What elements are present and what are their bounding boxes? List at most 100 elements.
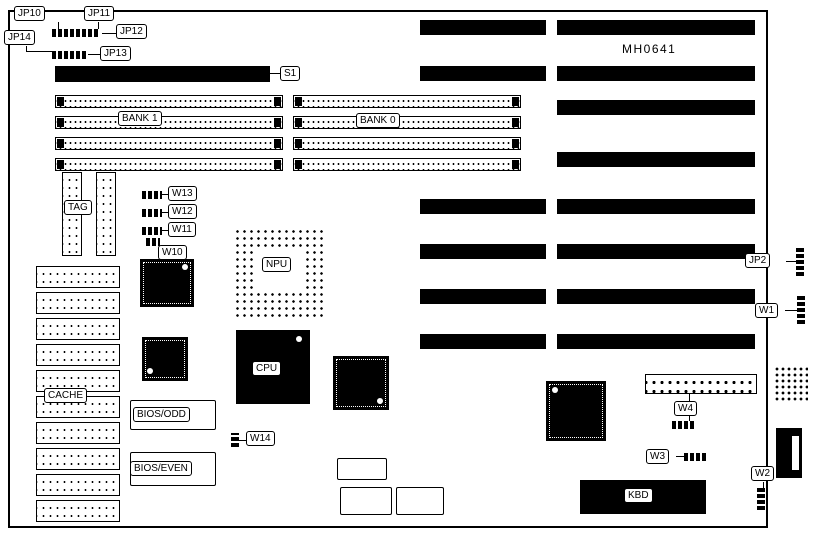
label-cpu: CPU bbox=[252, 361, 282, 376]
simm-socket-bank1 bbox=[55, 116, 283, 129]
empty-socket bbox=[337, 458, 387, 480]
label-bank1: BANK 1 bbox=[118, 111, 162, 126]
label-bank0: BANK 0 bbox=[356, 113, 400, 128]
label-bios-even: BIOS/EVEN bbox=[130, 461, 192, 476]
label-w13: W13 bbox=[168, 186, 197, 201]
cache-chip bbox=[36, 266, 120, 288]
label-jp10: JP10 bbox=[14, 6, 45, 21]
cache-chip bbox=[36, 474, 120, 496]
label-w4: W4 bbox=[674, 401, 697, 416]
leader-line bbox=[98, 22, 99, 29]
jumper-block-w10 bbox=[146, 238, 160, 246]
jumper-block-jp10-jp11-jp12 bbox=[52, 29, 100, 37]
label-npu: NPU bbox=[262, 257, 292, 272]
cache-chip bbox=[36, 370, 120, 392]
w4-pin-header bbox=[645, 374, 757, 394]
leader-line bbox=[689, 394, 690, 401]
leader-line bbox=[162, 194, 168, 195]
leader-line bbox=[689, 415, 690, 421]
din-connector-slot bbox=[792, 436, 799, 470]
label-w11: W11 bbox=[168, 222, 196, 237]
label-jp13: JP13 bbox=[100, 46, 131, 61]
leader-line bbox=[786, 261, 796, 262]
isa-slot-segment bbox=[420, 20, 546, 35]
label-cache: CACHE bbox=[44, 388, 88, 403]
jumper-block-jp13-jp14 bbox=[52, 51, 88, 59]
simm-socket-bank1 bbox=[55, 137, 283, 150]
isa-slot-segment bbox=[557, 152, 755, 167]
isa-slot-segment bbox=[557, 289, 755, 304]
qfp-chip bbox=[333, 356, 389, 410]
leader-line bbox=[239, 440, 246, 441]
jumper-block-w12 bbox=[142, 209, 162, 217]
simm-socket-bank1 bbox=[55, 158, 283, 171]
label-w2: W2 bbox=[751, 466, 774, 481]
cache-chip bbox=[36, 422, 120, 444]
jumper-block-w2 bbox=[757, 488, 765, 510]
leader-line bbox=[676, 456, 684, 457]
power-pad-grid bbox=[774, 366, 808, 402]
isa-slot-segment bbox=[420, 289, 546, 304]
simm-socket-bank0 bbox=[293, 116, 521, 129]
isa-slot-segment bbox=[557, 100, 755, 115]
simm-socket-bank1 bbox=[55, 95, 283, 108]
isa-slot-segment bbox=[557, 244, 755, 259]
empty-socket bbox=[340, 487, 392, 515]
jumper-block-w1 bbox=[797, 296, 805, 324]
empty-socket bbox=[396, 487, 444, 515]
label-w12: W12 bbox=[168, 204, 197, 219]
cache-chip bbox=[36, 448, 120, 470]
isa-slot-segment bbox=[557, 199, 755, 214]
jumper-block-w4 bbox=[672, 421, 696, 429]
isa-slot-segment bbox=[420, 66, 546, 81]
label-jp2: JP2 bbox=[745, 253, 771, 268]
label-jp12: JP12 bbox=[116, 24, 147, 39]
isa-slot-segment bbox=[557, 334, 755, 349]
label-w14: W14 bbox=[246, 431, 275, 446]
leader-line bbox=[26, 51, 52, 52]
qfp-chip bbox=[546, 381, 606, 441]
isa-slot-segment bbox=[557, 66, 755, 81]
cache-chip bbox=[36, 500, 120, 522]
label-kbd: KBD bbox=[624, 488, 653, 503]
isa-slot-segment bbox=[420, 244, 546, 259]
leader-line bbox=[785, 310, 797, 311]
jumper-block-w11 bbox=[142, 227, 162, 235]
pin1-dot bbox=[147, 368, 153, 374]
label-s1: S1 bbox=[280, 66, 301, 81]
leader-line bbox=[88, 54, 100, 55]
jumper-block-w14 bbox=[231, 433, 239, 447]
jumper-block-w13 bbox=[142, 191, 162, 199]
simm-socket-bank0 bbox=[293, 158, 521, 171]
qfp-chip bbox=[142, 337, 188, 381]
label-w1: W1 bbox=[755, 303, 778, 318]
s1-switch-bar bbox=[55, 66, 270, 82]
simm-socket-bank0 bbox=[293, 95, 521, 108]
leader-line bbox=[102, 33, 116, 34]
label-jp14: JP14 bbox=[4, 30, 35, 45]
label-bios-odd: BIOS/ODD bbox=[133, 407, 190, 422]
pin1-dot bbox=[377, 398, 383, 404]
part-number-text: MH0641 bbox=[622, 42, 677, 56]
keyboard-din-connector bbox=[776, 428, 802, 478]
label-tag: TAG bbox=[64, 200, 92, 215]
label-w10: W10 bbox=[158, 245, 187, 260]
label-w3: W3 bbox=[646, 449, 669, 464]
leader-line bbox=[26, 46, 27, 52]
qfp-chip bbox=[140, 259, 194, 307]
pin1-dot bbox=[552, 387, 558, 393]
pin1-dot bbox=[182, 264, 188, 270]
jumper-block-jp2 bbox=[796, 248, 804, 276]
leader-line bbox=[162, 212, 168, 213]
leader-line bbox=[270, 73, 280, 74]
cache-chip bbox=[36, 344, 120, 366]
cache-chip bbox=[36, 292, 120, 314]
cache-chip bbox=[36, 318, 120, 340]
pin1-dot bbox=[296, 336, 302, 342]
isa-slot-segment bbox=[557, 20, 755, 35]
simm-socket-bank0 bbox=[293, 137, 521, 150]
leader-line bbox=[162, 230, 168, 231]
leader-line bbox=[763, 482, 764, 488]
isa-slot-segment bbox=[420, 334, 546, 349]
